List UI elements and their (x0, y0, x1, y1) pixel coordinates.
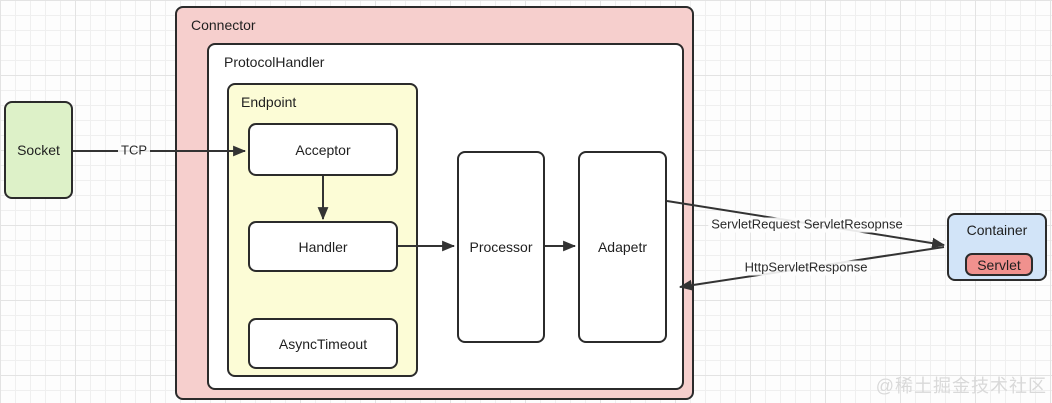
protocol-handler-label: ProtocolHandler (224, 54, 325, 70)
adapter-label: Adapetr (597, 239, 648, 255)
container-box: Container (947, 213, 1047, 281)
handler-box: Handler (248, 221, 398, 272)
watermark-text: @稀土掘金技术社区 (875, 376, 1047, 396)
socket-label: Socket (17, 142, 60, 158)
connector-label: Connector (191, 17, 256, 33)
acceptor-label: Acceptor (295, 141, 351, 158)
edge-tcp-label: TCP (118, 143, 150, 159)
processor-label: Processor (469, 239, 533, 255)
endpoint-label: Endpoint (241, 94, 297, 110)
acceptor-box: Acceptor (248, 123, 398, 176)
socket-box: Socket (4, 101, 73, 199)
edge-request-label: ServletRequest ServletResopnse (708, 217, 906, 233)
adapter-box: Adapetr (578, 151, 667, 343)
processor-box: Processor (457, 151, 545, 343)
handler-label: Handler (298, 238, 348, 255)
edge-response-label: HttpServletResponse (741, 260, 871, 276)
async-timeout-label: AsyncTimeout (278, 335, 368, 352)
async-timeout-box: AsyncTimeout (248, 318, 398, 369)
container-label: Container (966, 222, 1028, 238)
servlet-label: Servlet (977, 256, 1021, 273)
servlet-box: Servlet (965, 253, 1033, 276)
